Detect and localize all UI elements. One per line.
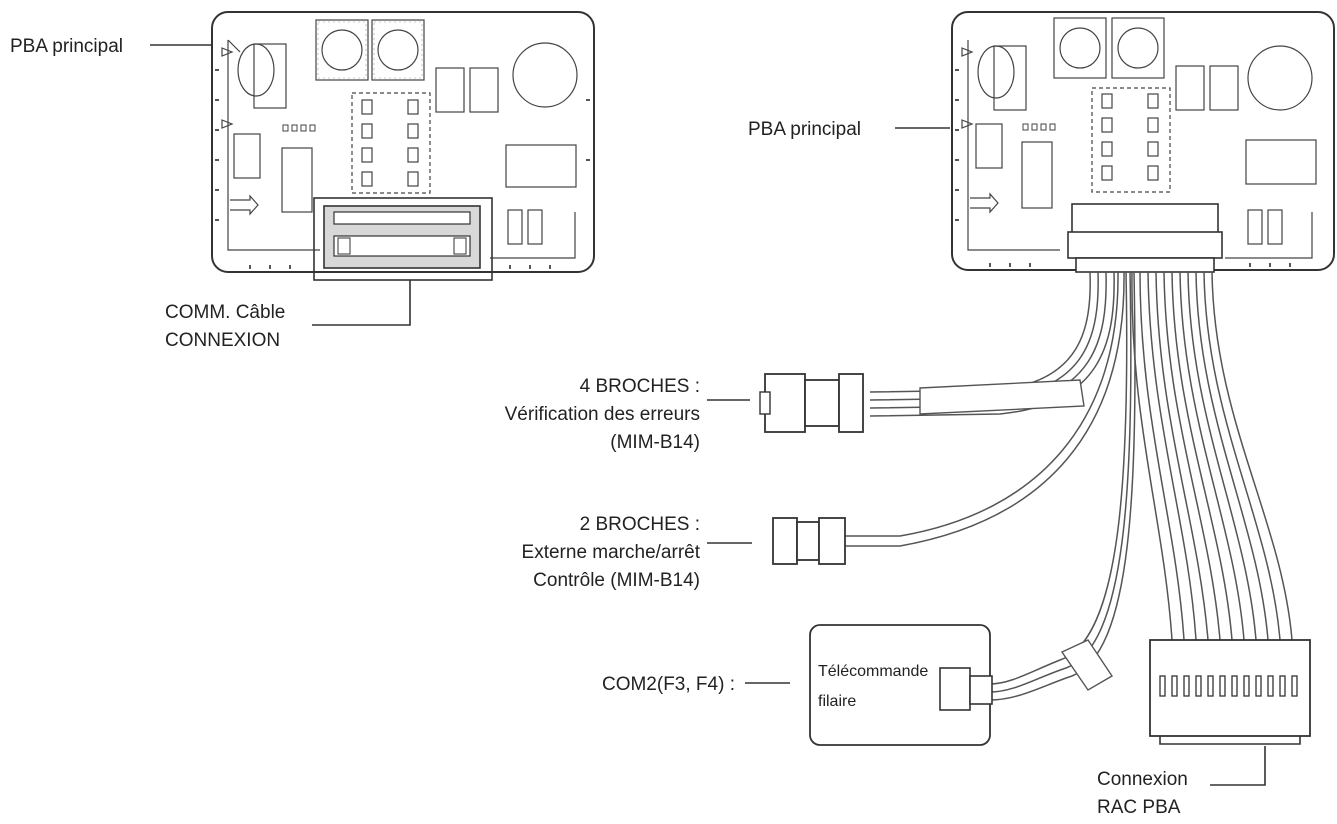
label-remote-title: Télécommande	[818, 663, 928, 680]
label-4pin-desc: Vérification des erreurs	[505, 404, 700, 425]
label-comm-cable: COMM. Câble	[165, 302, 285, 323]
rac-leader	[1210, 746, 1266, 786]
label-rac-connexion: Connexion	[1097, 769, 1188, 790]
rac-pba-connector	[1149, 639, 1311, 745]
label-com2: COM2(F3, F4) :	[602, 674, 735, 695]
label-2pin-desc: Externe marche/arrêt	[522, 542, 701, 563]
label-comm-connexion: CONNEXION	[165, 330, 280, 351]
label-2pin-control: Contrôle (MIM-B14)	[533, 570, 700, 591]
wired-remote-box	[809, 624, 993, 746]
wire-harness	[845, 271, 1293, 701]
label-rac-pba: RAC PBA	[1097, 797, 1181, 818]
label-pba-right: PBA principal	[748, 119, 861, 140]
right-pba-board	[951, 11, 1335, 273]
two-pin-connector	[772, 517, 846, 565]
label-2pin-title: 2 BROCHES :	[580, 514, 700, 535]
left-pba-board	[211, 11, 595, 281]
label-remote-sub: filaire	[818, 693, 856, 710]
label-4pin-model: (MIM-B14)	[610, 432, 700, 453]
label-pba-left: PBA principal	[10, 36, 123, 57]
left-leader-lines	[150, 44, 411, 326]
label-4pin-title: 4 BROCHES :	[580, 376, 700, 397]
four-pin-connector	[759, 373, 864, 433]
